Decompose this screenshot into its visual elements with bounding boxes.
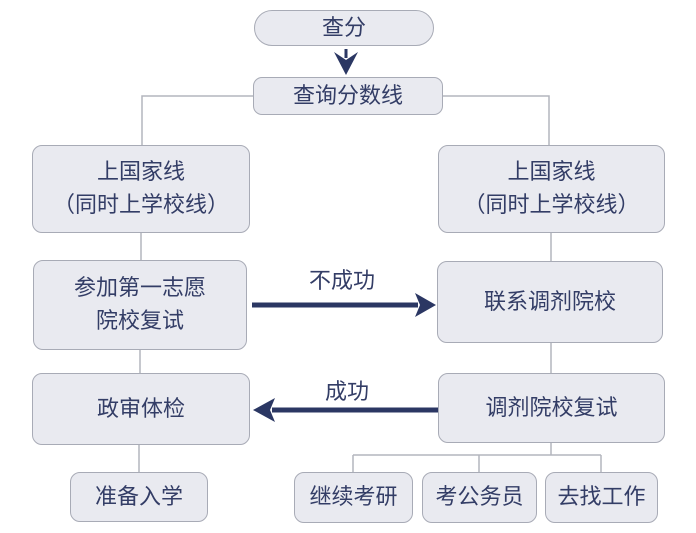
node-label: 查询分数线	[292, 83, 403, 109]
node-label-line2: 院校复试	[95, 309, 184, 334]
node-label: 调剂院校复试	[485, 395, 618, 421]
node-label-line2: （同时上学校线）	[52, 193, 229, 218]
node-label: 考公务员	[435, 485, 524, 510]
node-label: 准备入学	[94, 484, 183, 510]
node-transfer-school-reexam: 调剂院校复试	[438, 373, 665, 443]
connector-left-branch	[141, 95, 253, 145]
node-label-line2: （同时上学校线）	[463, 193, 640, 218]
node-label: 查分	[321, 15, 366, 41]
node-check-cutoff-line: 查询分数线	[253, 77, 443, 115]
node-national-line-left: 上国家线 （同时上学校线）	[32, 145, 250, 233]
node-label: 去找工作	[557, 485, 646, 510]
edge-label-successful: 成功	[324, 380, 370, 405]
node-label: 继续考研	[309, 485, 398, 510]
node-check-score: 查分	[254, 10, 434, 46]
node-label: 联系调剂院校	[483, 289, 616, 315]
node-political-review: 政审体检	[32, 373, 250, 445]
arrow-down-icon	[334, 52, 358, 75]
edge-label-unsuccessful: 不成功	[308, 269, 376, 294]
connector-bottom-tree	[352, 443, 602, 472]
arrow-successful-head-icon	[253, 398, 275, 422]
connector-right-branch	[443, 95, 550, 145]
node-find-job: 去找工作	[545, 472, 658, 523]
arrow-unsuccessful-head-icon	[415, 293, 436, 317]
node-civil-service-exam: 考公务员	[422, 472, 537, 523]
node-continue-postgraduate-exam: 继续考研	[294, 472, 413, 523]
node-national-line-right: 上国家线 （同时上学校线）	[438, 145, 665, 233]
node-label-line1: 上国家线	[507, 160, 596, 185]
node-prepare-enrollment: 准备入学	[70, 472, 208, 522]
node-contact-transfer-school: 联系调剂院校	[437, 261, 663, 343]
node-label-line1: 上国家线	[96, 160, 185, 185]
node-label-line1: 参加第一志愿	[73, 276, 206, 301]
node-label: 政审体检	[96, 396, 185, 422]
node-first-choice-reexam: 参加第一志愿 院校复试	[33, 260, 247, 350]
